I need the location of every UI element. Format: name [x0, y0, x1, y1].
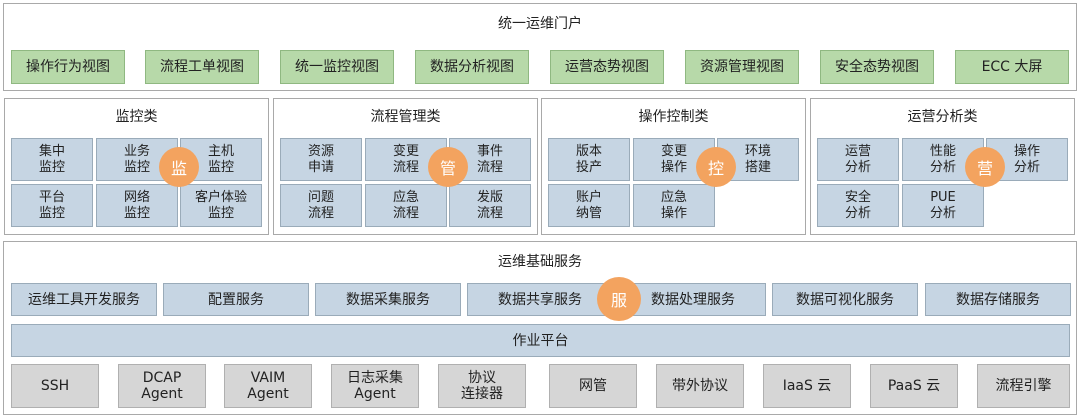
category-item-0-5: 客户体验 监控 — [180, 184, 262, 227]
category-badge-0: 监 — [159, 147, 199, 187]
category-badge-1: 管 — [428, 147, 468, 187]
portal-view-7: ECC 大屏 — [955, 50, 1069, 84]
service-3: 数据共享服务 — [467, 283, 613, 316]
service-6: 数据存储服务 — [925, 283, 1071, 316]
service-1: 配置服务 — [163, 283, 309, 316]
agent-2: VAIM Agent — [224, 364, 312, 408]
agent-3: 日志采集 Agent — [331, 364, 419, 408]
category-item-0-4: 网络 监控 — [96, 184, 178, 227]
agent-4: 协议 连接器 — [438, 364, 526, 408]
portal-view-3: 数据分析视图 — [415, 50, 529, 84]
category-item-0-0: 集中 监控 — [11, 138, 93, 181]
agent-1: DCAP Agent — [118, 364, 206, 408]
service-5: 数据可视化服务 — [772, 283, 918, 316]
category-title-0: 监控类 — [115, 109, 158, 125]
portal-view-5: 资源管理视图 — [685, 50, 799, 84]
agent-5: 网管 — [549, 364, 637, 408]
service-0: 运维工具开发服务 — [11, 283, 157, 316]
base-badge: 服 — [597, 277, 641, 321]
portal-view-2: 统一监控视图 — [280, 50, 394, 84]
category-badge-2: 控 — [696, 147, 736, 187]
category-item-1-5: 发版 流程 — [449, 184, 531, 227]
category-item-1-3: 问题 流程 — [280, 184, 362, 227]
category-title-3: 运营分析类 — [907, 109, 978, 125]
base-title: 运维基础服务 — [498, 254, 582, 270]
portal-title: 统一运维门户 — [498, 16, 582, 32]
category-item-1-0: 资源 申请 — [280, 138, 362, 181]
service-4: 数据处理服务 — [620, 283, 766, 316]
category-item-3-0: 运营 分析 — [817, 138, 899, 181]
portal-view-4: 运营态势视图 — [550, 50, 664, 84]
portal-view-1: 流程工单视图 — [145, 50, 259, 84]
category-item-2-4: 应急 操作 — [633, 184, 715, 227]
service-2: 数据采集服务 — [315, 283, 461, 316]
agent-8: PaaS 云 — [870, 364, 958, 408]
category-item-3-3: 安全 分析 — [817, 184, 899, 227]
portal-view-0: 操作行为视图 — [11, 50, 125, 84]
category-title-1: 流程管理类 — [370, 109, 441, 125]
category-item-1-4: 应急 流程 — [365, 184, 447, 227]
portal-view-6: 安全态势视图 — [820, 50, 934, 84]
category-item-3-4: PUE 分析 — [902, 184, 984, 227]
platform-bar: 作业平台 — [11, 324, 1070, 357]
category-item-2-0: 版本 投产 — [548, 138, 630, 181]
agent-9: 流程引擎 — [977, 364, 1070, 408]
agent-0: SSH — [11, 364, 99, 408]
category-badge-3: 营 — [965, 147, 1005, 187]
agent-6: 带外协议 — [656, 364, 744, 408]
agent-7: IaaS 云 — [763, 364, 851, 408]
category-item-2-3: 账户 纳管 — [548, 184, 630, 227]
category-item-0-3: 平台 监控 — [11, 184, 93, 227]
category-title-2: 操作控制类 — [638, 109, 709, 125]
